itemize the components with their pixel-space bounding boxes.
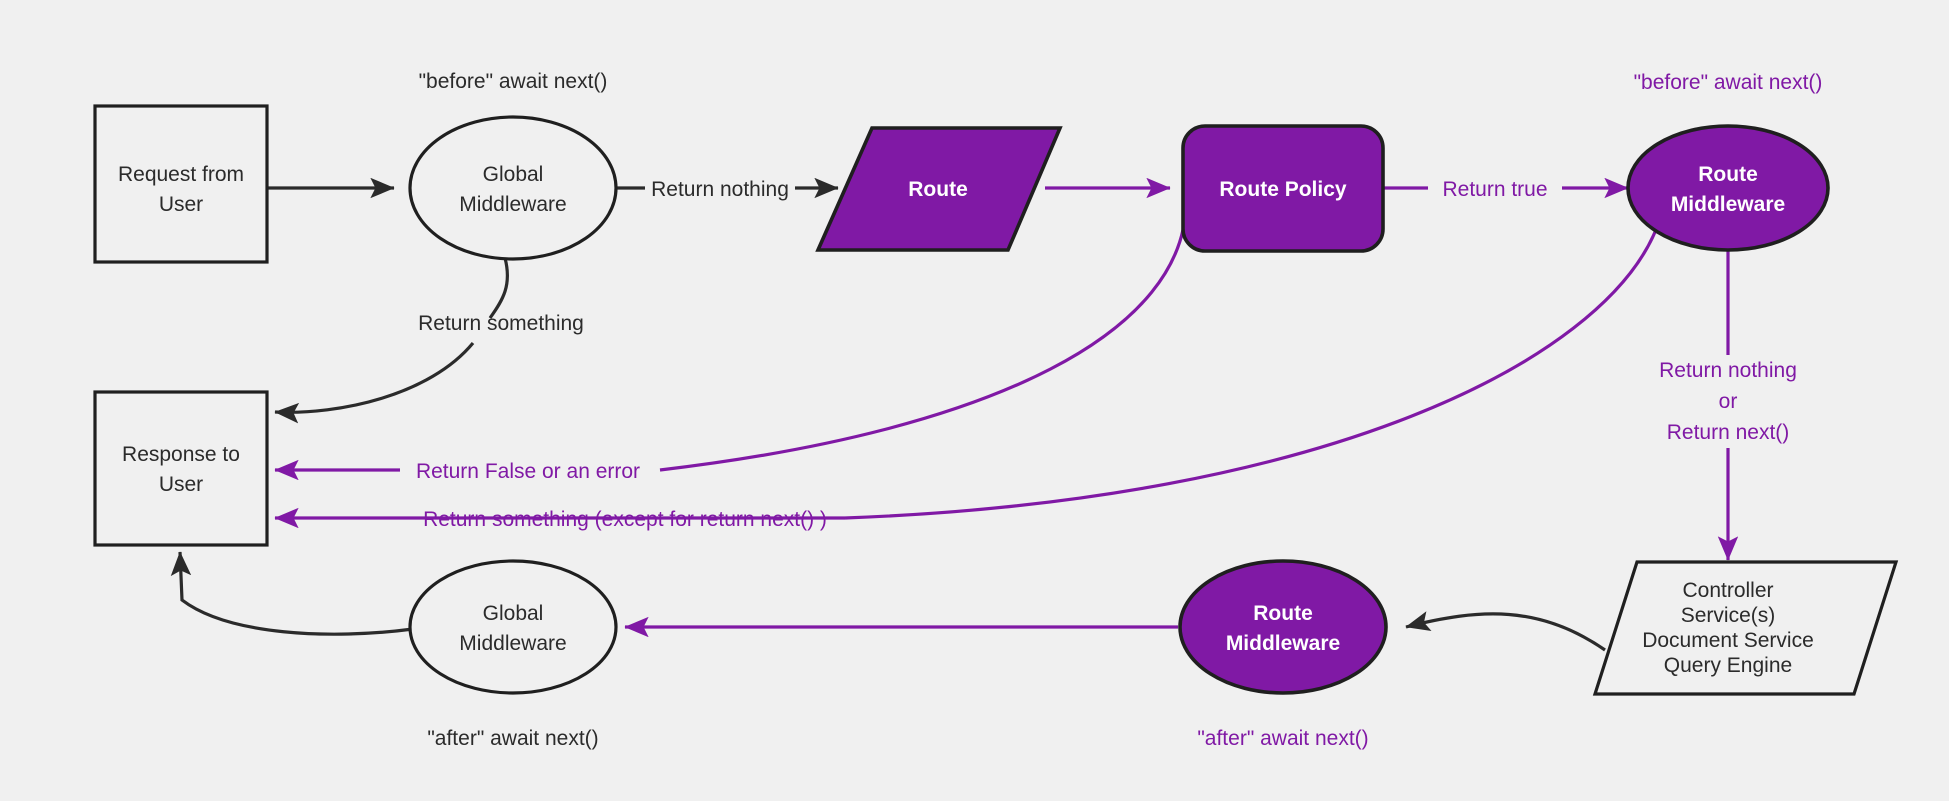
node-global-middleware-bottom-line1: Global xyxy=(483,602,544,625)
node-controller-services[interactable]: Controller Service(s) Document Service Q… xyxy=(1592,560,1899,696)
edge-controller-to-route-middleware-bottom xyxy=(1405,611,1606,652)
node-route-middleware-top-line1: Route xyxy=(1698,163,1758,186)
node-route-policy[interactable]: Route Policy xyxy=(1181,124,1385,253)
edge-label-return-something-except-next: Return something (except for return next… xyxy=(423,508,827,531)
edge-global-middleware-bottom-to-response xyxy=(170,551,414,636)
edge-label-return-nothing-or-next-line2: or xyxy=(1719,390,1738,413)
edge-route-middleware-return-something-curve xyxy=(844,231,1657,520)
node-response-to-user-line1: Response to xyxy=(122,443,240,466)
node-response-to-user-line2: User xyxy=(159,473,203,496)
node-controller-line4: Query Engine xyxy=(1664,654,1792,677)
node-global-middleware-top-line2: Middleware xyxy=(459,193,566,216)
edge-label-return-nothing-or-next-line1: Return nothing xyxy=(1659,359,1797,382)
node-response-to-user[interactable]: Response to User xyxy=(93,390,269,547)
annotation-after-await-next-route: "after" await next() xyxy=(1197,727,1368,750)
node-global-middleware-bottom[interactable]: Global Middleware xyxy=(408,559,618,695)
node-controller-line2: Service(s) xyxy=(1681,604,1776,627)
annotation-before-await-next-route: "before" await next() xyxy=(1634,71,1823,94)
node-route-policy-label: Route Policy xyxy=(1219,178,1347,201)
node-route-label: Route xyxy=(908,178,968,201)
node-route-middleware-bottom-line1: Route xyxy=(1253,602,1313,625)
node-global-middleware-top[interactable]: Global Middleware xyxy=(408,115,618,261)
edge-label-return-false-or-error: Return False or an error xyxy=(416,460,640,483)
node-global-middleware-top-line1: Global xyxy=(483,163,544,186)
node-request-from-user[interactable]: Request from User xyxy=(93,104,269,264)
node-request-from-user-line1: Request from xyxy=(118,163,244,186)
node-controller-line1: Controller xyxy=(1682,579,1773,602)
node-route-middleware-top-line2: Middleware xyxy=(1671,193,1785,216)
edge-route-policy-false-curve xyxy=(659,201,1188,472)
node-route-middleware-top[interactable]: Route Middleware xyxy=(1626,124,1830,252)
node-route[interactable]: Route xyxy=(815,126,1063,252)
edge-label-return-nothing-or-next-line3: Return next() xyxy=(1667,421,1790,444)
edge-label-return-true: Return true xyxy=(1442,178,1547,201)
edge-global-middleware-return-something-to-response xyxy=(488,257,510,319)
node-request-from-user-line2: User xyxy=(159,193,203,216)
edge-return-something-curve-to-response xyxy=(274,341,475,424)
node-route-middleware-bottom-line2: Middleware xyxy=(1226,632,1340,655)
edge-label-return-something-top: Return something xyxy=(418,312,584,335)
node-route-middleware-bottom[interactable]: Route Middleware xyxy=(1178,559,1388,695)
annotation-before-await-next-global: "before" await next() xyxy=(419,70,608,93)
annotation-after-await-next-global: "after" await next() xyxy=(427,727,598,750)
edge-label-return-nothing: Return nothing xyxy=(651,178,789,201)
node-global-middleware-bottom-line2: Middleware xyxy=(459,632,566,655)
node-controller-line3: Document Service xyxy=(1642,629,1814,652)
